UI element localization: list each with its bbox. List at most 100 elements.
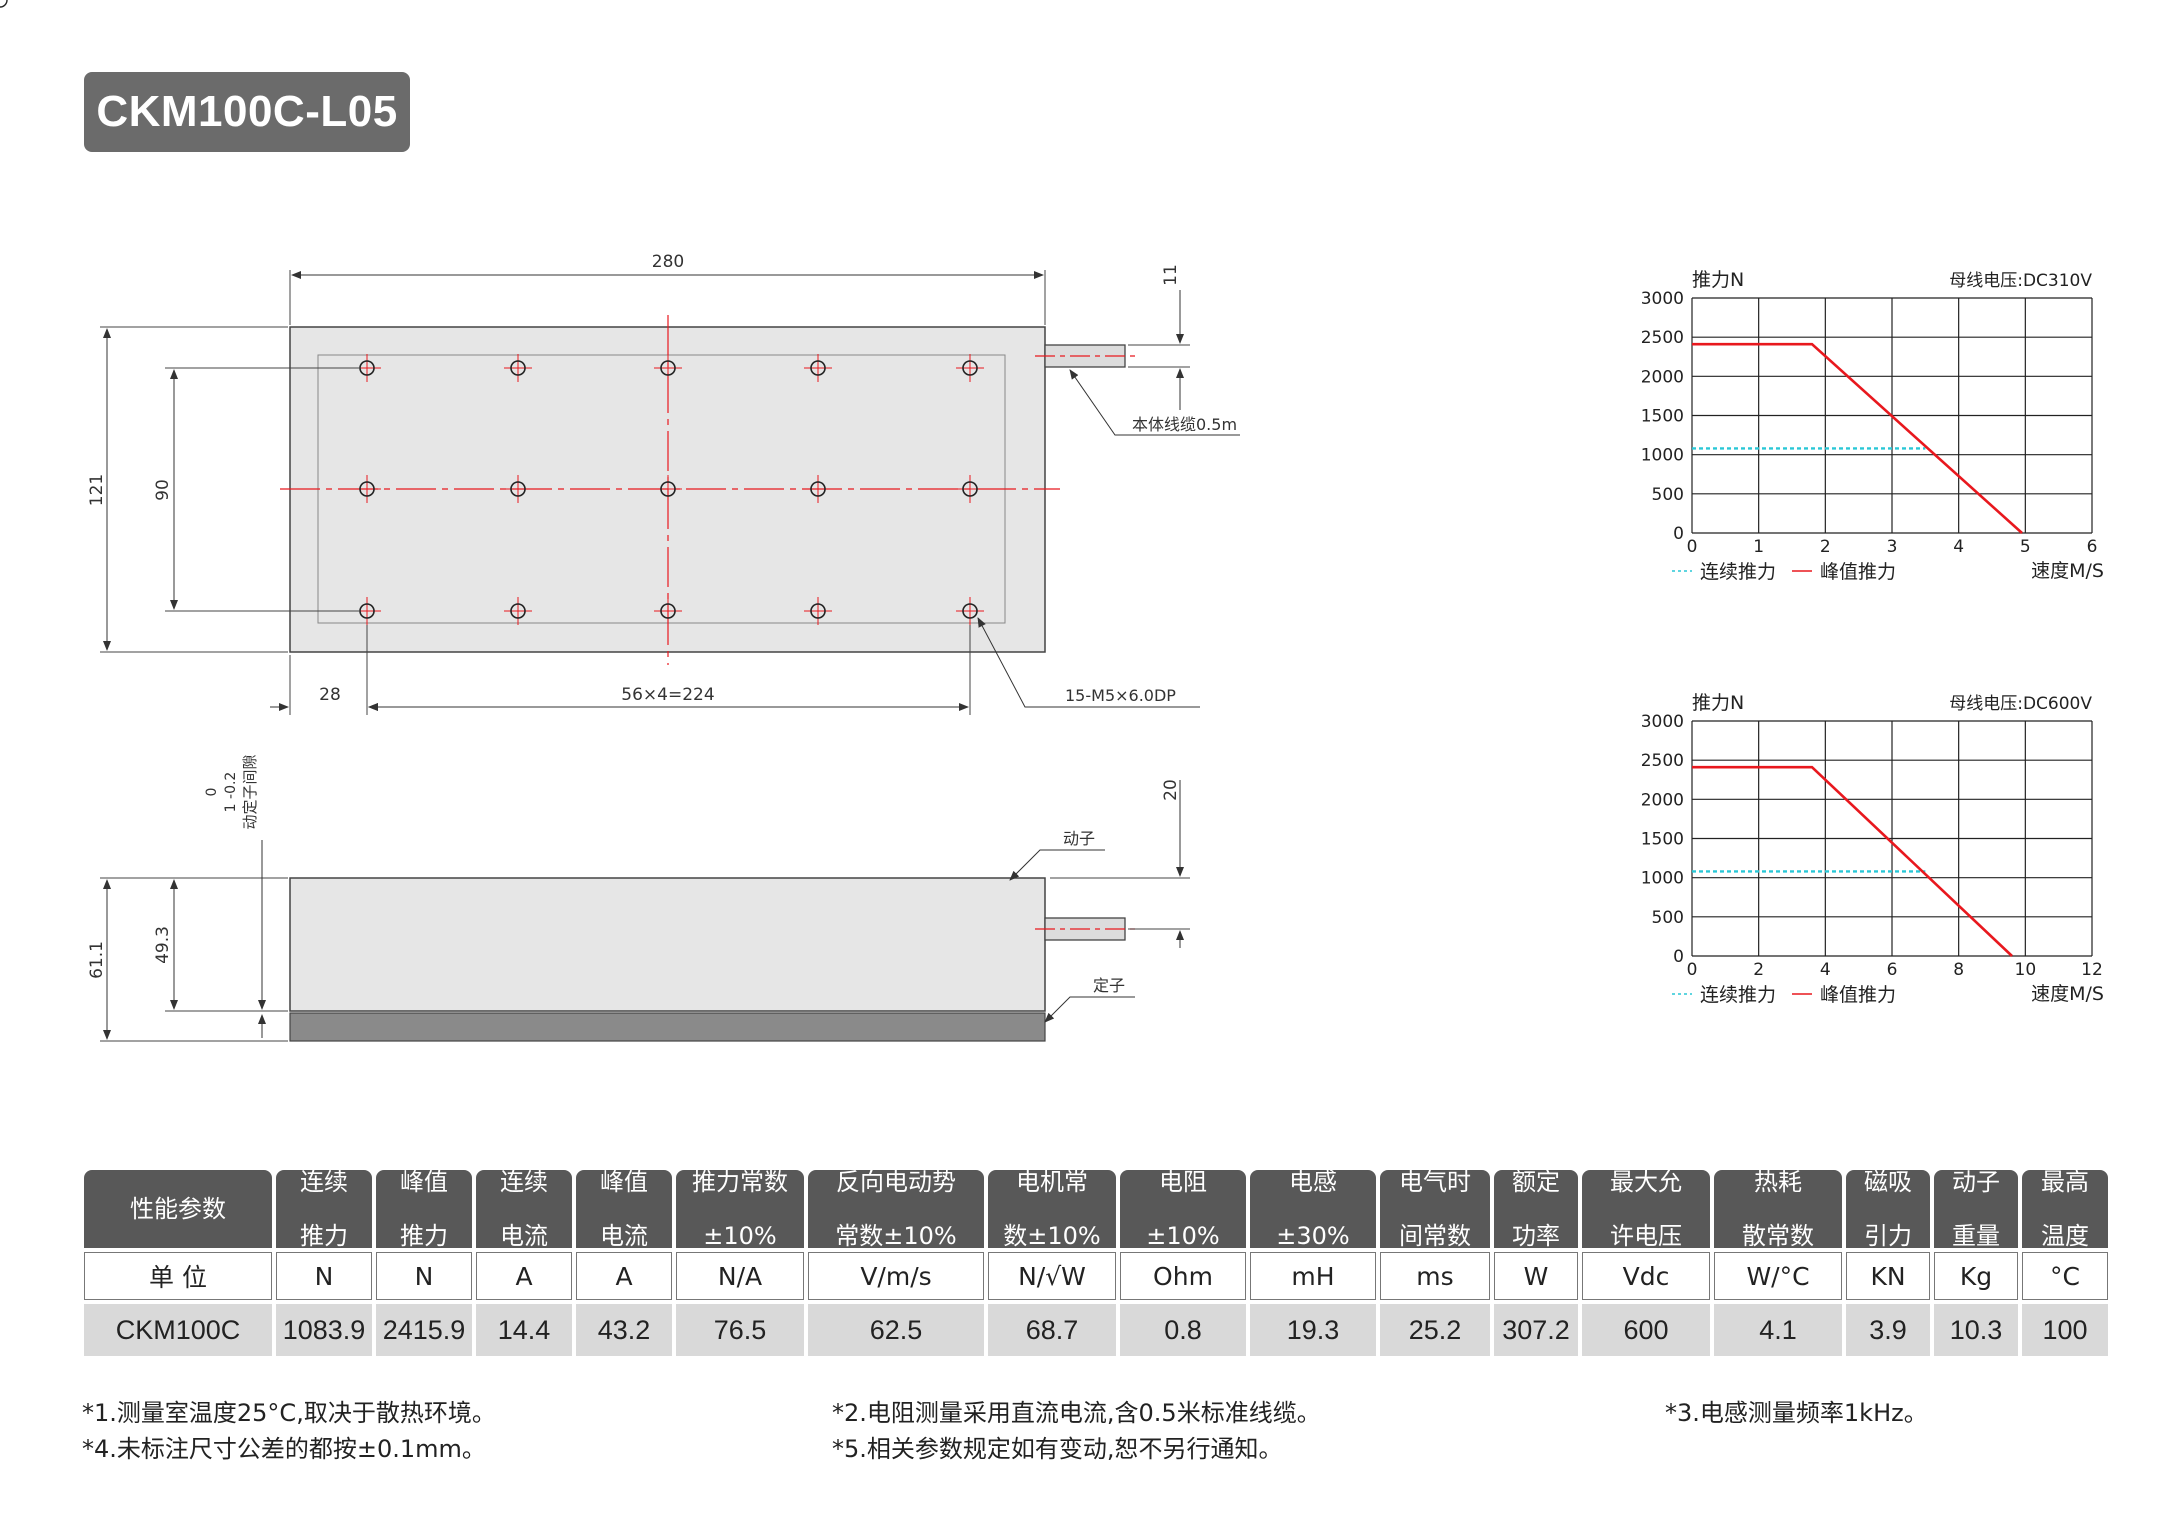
table-header-cell: 动子重量 [1934,1168,2018,1250]
table-header-cell: 额定功率 [1494,1167,1578,1250]
product-title: CKM100C-L05 [84,72,410,152]
mounting-hole [956,354,984,382]
table-header-text: 散常数 [1742,1221,1814,1250]
table-header-text: ±30% [1276,1221,1350,1250]
table-header-text: 性能参数 [130,1194,226,1223]
table-value-cell: 4.1 [1714,1304,1842,1356]
table-header-text: 重量 [1952,1221,2000,1250]
y-tick-label: 500 [1652,908,1684,928]
note-1: *1.测量室温度25°C,取决于散热环境。 [82,1399,496,1427]
label-holes: 15-M5×6.0DP [1065,686,1176,705]
table-header-cell: 电机常数±10% [988,1168,1116,1250]
table-value-cell: 3.9 [1846,1304,1930,1356]
table-header-text: 推力 [400,1221,448,1250]
x-tick-label: 0 [1687,537,1698,557]
dimension-drawing: 280 11 121 90 28 56×4=224 本体线缆0.5m 15-M5… [0,0,1240,1042]
table-header-text: 磁吸 [1864,1167,1912,1196]
x-tick-label: 4 [1953,537,1964,557]
table-value-cell: 19.3 [1250,1304,1376,1356]
dim-280: 280 [652,252,684,272]
stator-side-view [289,1012,1046,1042]
table-value-cell: 307.2 [1494,1304,1578,1356]
table-unit-cell: N/A [676,1252,804,1300]
legend-label: 峰值推力 [1820,561,1896,583]
table-value-cell: 43.2 [576,1304,672,1356]
y-tick-label: 1000 [1641,869,1684,889]
y-tick-label: 1500 [1641,830,1684,850]
table-unit-cell: W/°C [1714,1252,1842,1300]
x-tick-label: 2 [1753,960,1764,980]
mounting-hole [956,475,984,503]
table-header-text: 电流 [600,1221,648,1250]
x-tick-label: 2 [1820,537,1831,557]
y-tick-label: 2000 [1641,367,1684,387]
table-header-text: 间常数 [1399,1221,1471,1250]
table-header-cell: 峰值电流 [576,1167,672,1250]
table-header-text: 引力 [1864,1221,1912,1250]
series-line [1692,342,2023,534]
dim-61-1: 61.1 [87,941,107,979]
table-header-text: 额定 [1512,1167,1560,1196]
table-value-cell: 10.3 [1934,1304,2018,1356]
table-unit-cell: W [1494,1252,1578,1300]
dim-224: 56×4=224 [621,685,714,705]
table-value-cell: 14.4 [476,1304,572,1356]
table-header-text: 数±10% [1003,1221,1101,1250]
y-tick-label: 500 [1652,485,1684,505]
spec-table: 性能参数连续推力峰值推力连续电流峰值电流推力常数±10%反向电动势常数±10%电… [82,1167,2110,1360]
table-value-cell: 600 [1582,1304,1710,1356]
y-tick-label: 0 [1673,524,1684,544]
table-header-text: 常数±10% [835,1221,957,1250]
y-tick-label: 2500 [1641,328,1684,348]
mounting-hole [654,475,682,503]
mounting-holes [0,0,8,8]
table-header-text: 电气时 [1399,1167,1471,1196]
notes-col-3: *3.电感测量频率1kHz。 [1665,1395,1928,1431]
x-axis-label: 速度M/S [2031,560,2104,582]
x-tick-label: 0 [1687,960,1698,980]
notes-col-1: *1.测量室温度25°C,取决于散热环境。 *4.未标注尺寸公差的都按±0.1m… [82,1395,496,1467]
table-unit-cell: V/m/s [808,1252,984,1300]
table-header-text: 反向电动势 [836,1167,956,1196]
y-tick-label: 1000 [1641,446,1684,466]
x-axis-label: 速度M/S [2031,983,2104,1005]
mounting-hole [804,475,832,503]
label-cable: 本体线缆0.5m [1132,415,1237,434]
table-unit-cell: Ohm [1120,1252,1246,1300]
note-2: *2.电阻测量采用直流电流,含0.5米标准线缆。 [832,1399,1321,1427]
legend-label: 连续推力 [1700,561,1776,583]
y-axis-label: 推力N [1692,269,1744,291]
label-mover: 动子 [1063,829,1095,848]
table-header-cell: 磁吸引力 [1846,1167,1930,1250]
table-unit-cell: A [576,1252,672,1300]
table-header-cell: 最高温度 [2022,1167,2108,1249]
table-header-text: 最高 [2041,1167,2089,1196]
mounting-hole [804,597,832,625]
table-header-cell: 连续推力 [276,1168,372,1249]
table-unit-cell: KN [1846,1252,1930,1300]
series-line [1692,765,2013,957]
table-header-text: ±10% [1146,1221,1220,1250]
table-header-text: 峰值 [400,1167,448,1196]
table-value-cell: 1083.9 [276,1304,372,1356]
table-header-text: 推力常数 [692,1167,788,1196]
table-value-cell: 25.2 [1380,1304,1490,1356]
table-unit-cell: Kg [1934,1252,2018,1300]
table-value-cell: CKM100C [84,1304,272,1356]
x-tick-label: 4 [1820,960,1831,980]
mounting-hole [804,354,832,382]
table-unit-cell: N [376,1252,472,1300]
label-gap-top: 0 [204,788,220,797]
dim-20: 20 [1161,779,1181,801]
label-gap-mid: 1 -0.2 [223,772,239,813]
table-header-text: 许电压 [1610,1221,1682,1250]
table-header-text: 连续 [500,1167,548,1196]
table-header-text: 热耗 [1754,1167,1802,1196]
table-header-text: 峰值 [600,1167,648,1196]
note-3: *3.电感测量频率1kHz。 [1665,1399,1928,1427]
mounting-hole [504,354,532,382]
table-header-cell: 最大允许电压 [1582,1168,1710,1250]
table-header-text: 功率 [1512,1221,1560,1250]
